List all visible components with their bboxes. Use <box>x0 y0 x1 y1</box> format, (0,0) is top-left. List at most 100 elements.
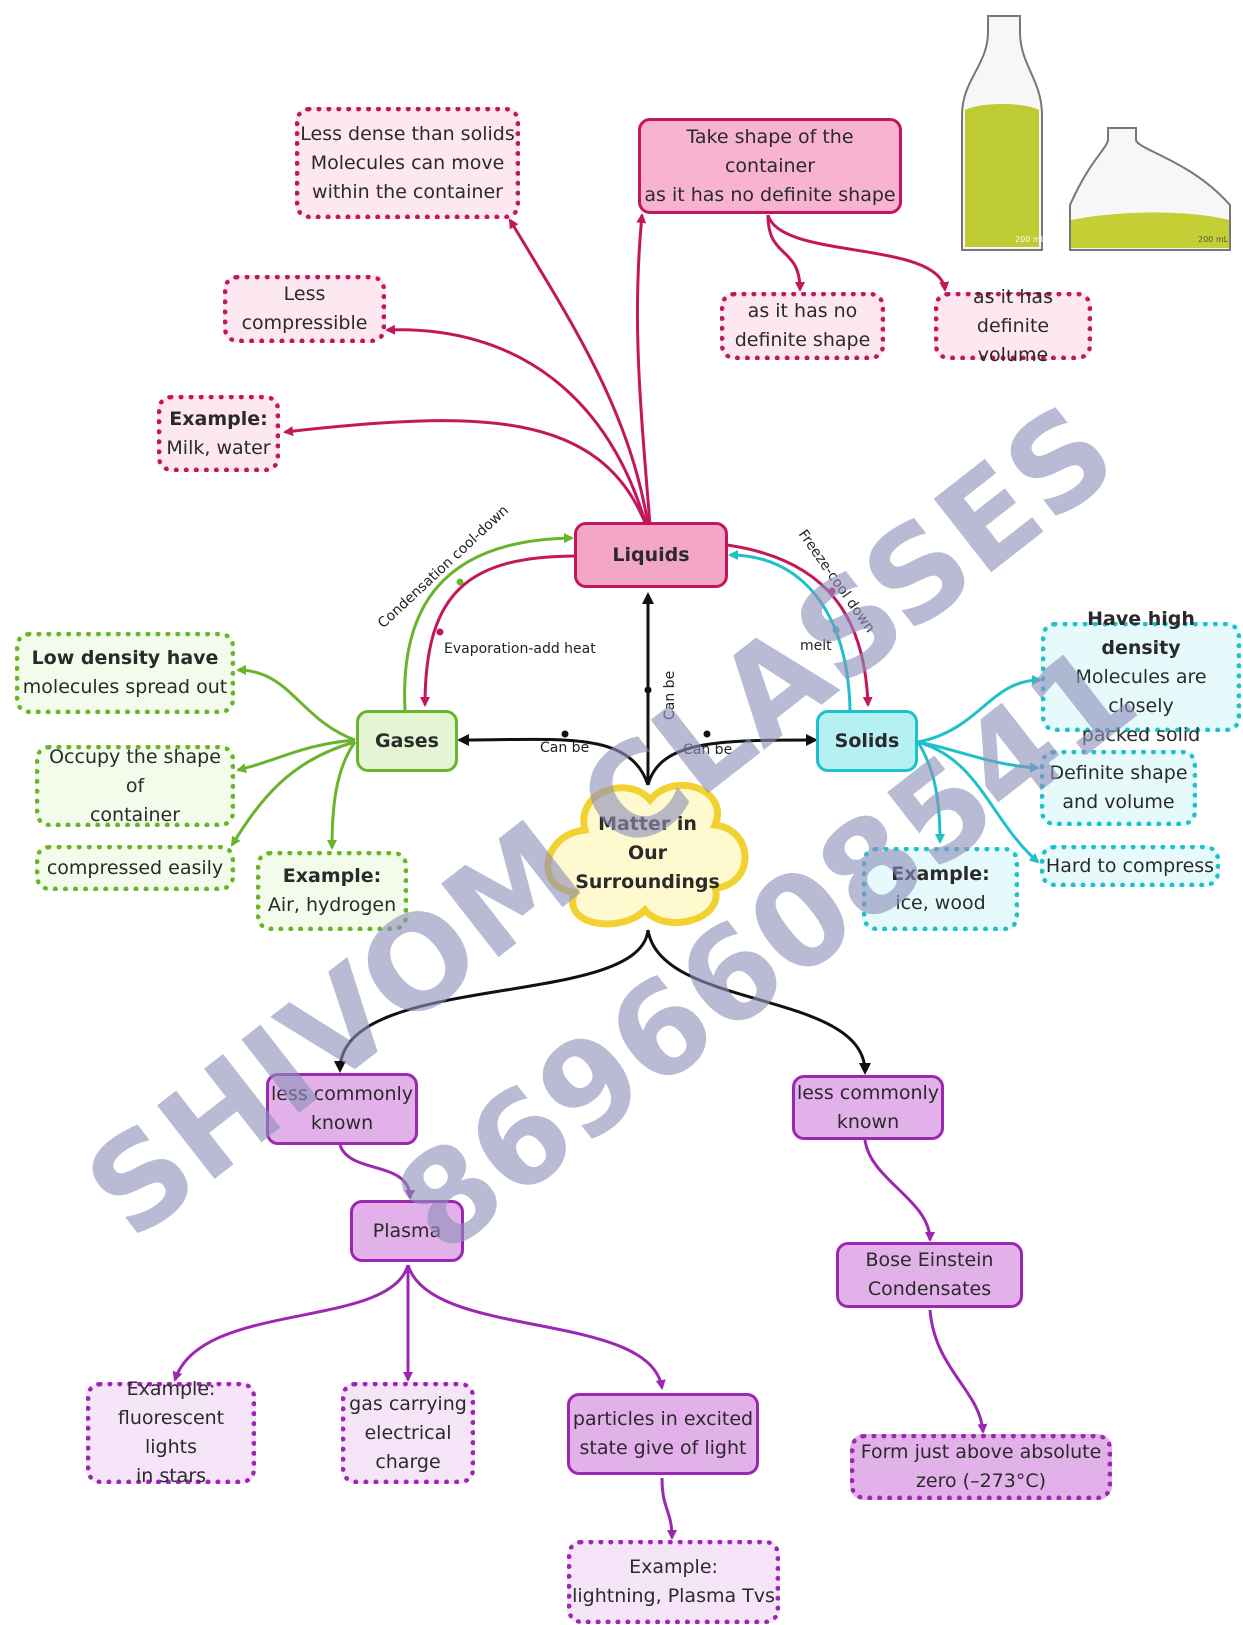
solid-density-title: Have high density <box>1087 607 1195 659</box>
edge-less-plasma <box>338 1144 415 1200</box>
edge-liquids-shape <box>635 213 652 526</box>
edge-condensation <box>403 533 574 711</box>
edge-liquids-compress <box>385 324 648 526</box>
gas-compress-node: compressed easily <box>35 845 235 891</box>
bec-form-text: Form just above absolute zero (–273°C) <box>860 1441 1102 1492</box>
solids-label: Solids <box>834 729 900 752</box>
edge-center-less-right <box>646 929 871 1075</box>
plasma-particles-text: particles in excited state give of light <box>572 1408 754 1459</box>
liquid-volume-node: as it has definite volume <box>934 286 1092 366</box>
edge-freeze <box>726 543 873 707</box>
liquid-no-shape-node: as it has no definite shape <box>720 292 885 360</box>
edge-shape-noshape <box>766 214 805 292</box>
edge-shape-volume <box>766 214 950 292</box>
edge-bec-form <box>928 1309 988 1434</box>
solid-compress-text: Hard to compress <box>1045 854 1215 877</box>
edge-liquids-example <box>283 419 648 526</box>
edge-solids-density <box>917 675 1042 744</box>
center-line2: Our <box>627 841 668 864</box>
less-known-right-node: less commonly known <box>792 1075 944 1140</box>
edge-particles-example2 <box>660 1477 677 1540</box>
plasma-gas-text: gas carrying electrical charge <box>349 1392 467 1473</box>
gases-node: Gases <box>356 710 458 772</box>
solid-example-text: ice, wood <box>895 892 986 914</box>
edge-liquids-dense <box>508 218 650 526</box>
liquid-compress-text: Less compressible <box>241 283 368 334</box>
gas-density-text: molecules spread out <box>22 676 228 698</box>
liquids-node: Liquids <box>574 522 728 588</box>
melt-label: melt <box>800 638 832 654</box>
edge-gases-density <box>236 665 356 742</box>
edge-melt <box>728 550 852 711</box>
edge-gases-example <box>327 741 357 850</box>
plasma-example-node: Example: fluorescent lights in stars <box>86 1378 256 1487</box>
edge-evaporation <box>420 554 579 707</box>
liquid-example-text: Milk, water <box>166 436 271 459</box>
center-cloud <box>544 781 749 928</box>
gas-example-node: Example: Air, hydrogen <box>256 851 408 931</box>
liquid-example-title: Example: <box>169 407 268 430</box>
plasma-example2-node: Example: lightning, Plasma Tvs <box>567 1540 780 1624</box>
gas-density-title: Low density have <box>31 647 219 669</box>
edge-solids-shape <box>917 740 1040 773</box>
plasma-particles-node: particles in excited state give of light <box>567 1393 759 1475</box>
gas-example-text: Air, hydrogen <box>267 894 397 916</box>
liquid-example-node: Example: Milk, water <box>157 395 280 472</box>
edge-center-gases <box>457 733 650 786</box>
solid-example-node: Example: ice, wood <box>862 847 1019 931</box>
solid-density-text: Molecules are closely packed solid <box>1075 665 1207 746</box>
evaporation-label: Evaporation-add heat <box>444 641 596 657</box>
center-line3: Surroundings <box>575 870 720 893</box>
plasma-gas-node: gas carrying electrical charge <box>341 1382 475 1484</box>
gas-density-node: Low density have molecules spread out <box>15 632 235 714</box>
liquid-no-shape-text: as it has no definite shape <box>734 300 871 351</box>
edge-plasma-particles <box>406 1264 666 1390</box>
less-known-left-text: less commonly known <box>270 1083 414 1134</box>
can-be-gas-label: Can be <box>540 740 590 756</box>
gases-label: Gases <box>375 729 439 752</box>
plasma-node: Plasma <box>350 1200 464 1262</box>
edge-plasma-example <box>172 1264 410 1382</box>
less-known-right-text: less commonly known <box>796 1081 940 1133</box>
liquid-dense-node: Less dense than solids Molecules can mov… <box>295 107 520 219</box>
bottle-right-liquid <box>1071 212 1229 248</box>
liquid-shape-text: Take shape of the container as it has no… <box>644 125 896 206</box>
liquid-volume-text: as it has definite volume <box>973 285 1053 366</box>
solids-node: Solids <box>816 710 918 772</box>
edge-solids-example <box>916 741 945 844</box>
gas-shape-text: Occupy the shape of container <box>49 745 221 826</box>
edge-gases-compress <box>230 740 356 847</box>
solid-example-title: Example: <box>891 863 990 885</box>
edge-less-bec <box>863 1139 935 1242</box>
edge-center-less-left <box>334 929 650 1073</box>
bottle-left-label: 200 mL <box>1015 235 1046 244</box>
gas-compress-text: compressed easily <box>46 856 224 879</box>
plasma-example2-text: Example: lightning, Plasma Tvs <box>572 1556 775 1607</box>
liquid-compress-node: Less compressible <box>223 275 386 343</box>
solid-compress-node: Hard to compress <box>1040 845 1220 887</box>
bottle-left-liquid <box>965 104 1039 247</box>
center-line1: Matter in <box>598 812 697 835</box>
bec-node: Bose Einstein Condensates <box>836 1242 1023 1308</box>
bec-form-node: Form just above absolute zero (–273°C) <box>850 1434 1112 1500</box>
plasma-example-text: Example: fluorescent lights in stars <box>117 1378 225 1487</box>
liquid-shape-node: Take shape of the container as it has no… <box>638 118 902 214</box>
liquids-label: Liquids <box>612 543 690 566</box>
gas-example-title: Example: <box>282 865 382 887</box>
gas-shape-node: Occupy the shape of container <box>35 745 235 827</box>
solid-shape-text: Definite shape and volume <box>1049 762 1188 813</box>
plasma-label: Plasma <box>372 1219 442 1242</box>
solid-shape-node: Definite shape and volume <box>1040 750 1197 826</box>
bottle-right-label: 200 mL <box>1198 235 1229 244</box>
edge-solids-compress <box>917 740 1040 864</box>
less-known-left-node: less commonly known <box>266 1073 418 1145</box>
can-be-solid-label: Can be <box>683 742 733 758</box>
can-be-liquid-label: Can be <box>662 670 678 720</box>
bec-label: Bose Einstein Condensates <box>865 1249 994 1300</box>
edge-gases-shape <box>236 738 356 774</box>
bottles-illustration: 200 mL 200 mL <box>961 15 1231 251</box>
edge-center-solids <box>646 734 818 786</box>
